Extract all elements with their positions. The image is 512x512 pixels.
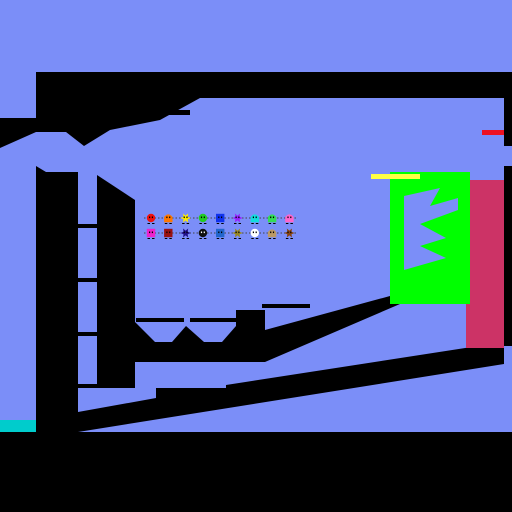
water-pool — [0, 420, 36, 432]
lime-blob-icon — [267, 214, 277, 224]
red-ball-icon — [146, 213, 156, 224]
orange-blob-icon — [164, 214, 173, 224]
goal-zone — [390, 172, 470, 304]
ladder-rung — [78, 278, 98, 282]
pink-blob-icon — [285, 214, 294, 224]
olive-spark-icon — [232, 228, 243, 239]
goal-block — [390, 172, 470, 304]
navy-spark-icon — [180, 228, 191, 239]
yellow-marker — [371, 174, 420, 179]
steel-blue-square-icon — [216, 228, 225, 239]
brown-spark-icon — [284, 228, 295, 239]
left-overhang — [0, 118, 36, 148]
black-ball-icon — [198, 228, 208, 239]
inner-column — [97, 175, 135, 388]
purple-spark-icon — [232, 213, 243, 224]
green-ball-icon — [198, 213, 208, 224]
right-edge-wall — [504, 98, 512, 146]
tan-blob-icon — [267, 229, 277, 239]
cyan-ghost-icon — [250, 214, 259, 224]
ladder-rung — [78, 384, 98, 388]
rampart-bar — [190, 318, 238, 322]
lower-ramp — [78, 342, 504, 432]
rampart-bar — [136, 318, 184, 322]
ceiling-ledge — [150, 110, 190, 115]
right-edge-wall-lower — [504, 166, 512, 346]
rampart-bar — [262, 304, 310, 308]
ladder-rung — [78, 332, 98, 336]
yellow-star-icon — [180, 213, 191, 224]
white-ball-icon — [250, 228, 259, 239]
magenta-square-icon — [146, 228, 156, 239]
blue-square-icon — [216, 213, 225, 224]
ladder-rung — [78, 224, 98, 228]
hazard-wall — [466, 180, 504, 348]
ground — [0, 432, 512, 512]
ceiling-wall — [36, 72, 512, 146]
terrain — [0, 72, 512, 512]
red-marker — [482, 130, 504, 135]
dark-red-square-icon — [164, 228, 173, 239]
middle-rampart — [135, 296, 470, 362]
left-pillar — [36, 166, 78, 432]
character-roster — [144, 213, 298, 239]
